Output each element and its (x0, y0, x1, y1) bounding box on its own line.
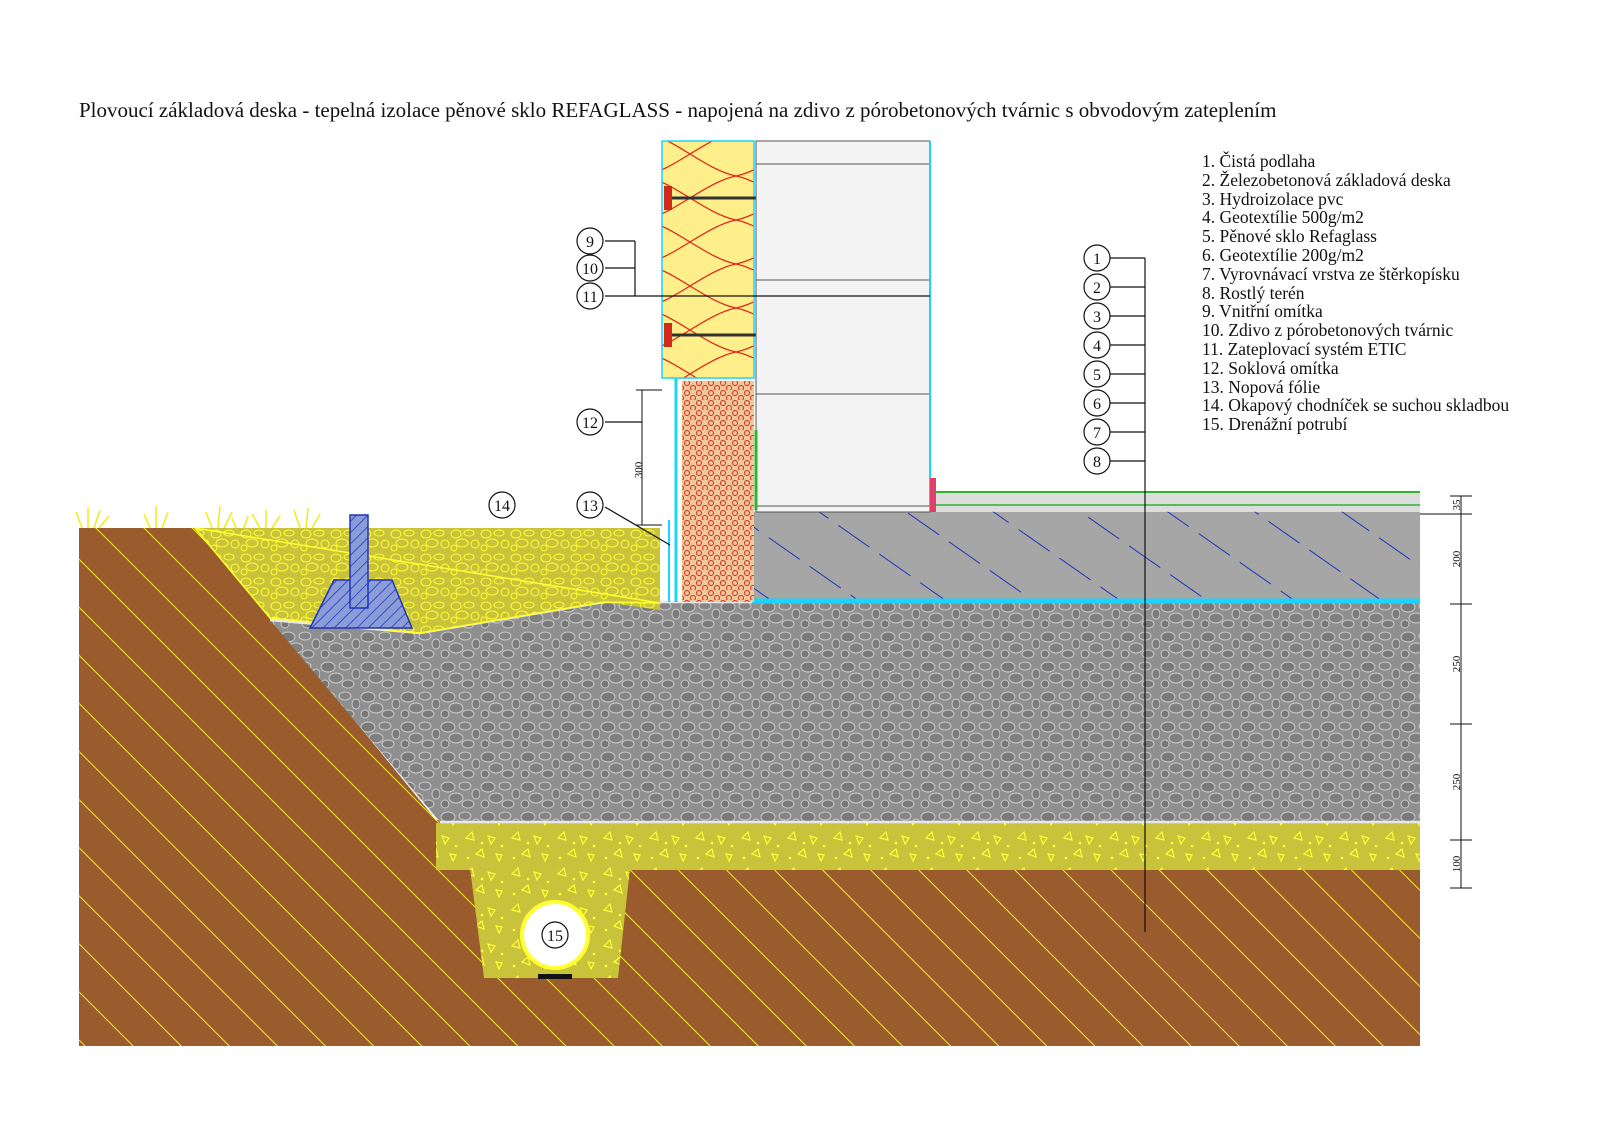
svg-text:3: 3 (1093, 309, 1101, 326)
svg-text:2: 2 (1093, 280, 1101, 297)
svg-text:4: 4 (1093, 338, 1101, 355)
callout-6: 6 (1083, 389, 1111, 417)
callout-13: 13 (576, 491, 604, 519)
concrete-slab (752, 511, 1420, 599)
svg-text:1: 1 (1093, 251, 1101, 268)
legend-item: 9. Vnitřní omítka (1202, 301, 1323, 322)
aerated-concrete-masonry (755, 140, 931, 513)
dim-plinth: 300 (633, 461, 645, 478)
callout-10: 10 (576, 254, 604, 282)
page-title: Plovoucí základová deska - tepelná izola… (79, 98, 1277, 122)
dim-glass-1: 250 (1451, 655, 1463, 672)
svg-text:7: 7 (1093, 425, 1101, 442)
svg-text:10: 10 (582, 261, 598, 278)
plinth-dimension (636, 389, 662, 526)
callout-12: 12 (576, 408, 604, 436)
legend-item: 6. Geotextílie 200g/m2 (1202, 244, 1364, 265)
legend-item: 15. Drenážní potrubí (1202, 414, 1348, 435)
legend-item: 11. Zateplovací systém ETIC (1202, 338, 1407, 359)
legend-item: 4. Geotextílie 500g/m2 (1202, 207, 1364, 228)
leader-lines (604, 240, 1146, 932)
legend-item: 12. Soklová omítka (1202, 357, 1339, 378)
svg-text:6: 6 (1093, 396, 1101, 413)
callout-9: 9 (576, 227, 604, 255)
callout-15: 15 (541, 921, 569, 949)
svg-text:9: 9 (586, 234, 594, 251)
legend-item: 2. Železobetonová základová deska (1202, 169, 1451, 190)
callout-7: 7 (1083, 418, 1111, 446)
pipe-support (538, 974, 572, 979)
callout-8: 8 (1083, 447, 1111, 475)
dimension-chain (1420, 495, 1472, 889)
callout-11: 11 (576, 282, 604, 310)
legend-item: 7. Vyrovnávací vrstva ze štěrkopísku (1202, 263, 1460, 284)
legend-item: 1. Čistá podlaha (1202, 151, 1316, 171)
callout-2: 2 (1083, 273, 1111, 301)
svg-text:15: 15 (547, 928, 563, 945)
grass (75, 505, 321, 529)
dim-leveling: 100 (1451, 855, 1463, 872)
curb-stone (349, 514, 369, 609)
svg-text:8: 8 (1093, 454, 1101, 471)
drainage-pipe (520, 900, 590, 970)
etics-insulation (661, 140, 755, 379)
walkway-border (193, 526, 661, 634)
svg-text:5: 5 (1093, 367, 1101, 384)
legend-item: 3. Hydroizolace pvc (1202, 188, 1344, 209)
walkway-gravel (195, 528, 660, 633)
svg-text:12: 12 (582, 415, 598, 432)
legend-item: 13. Nopová fólie (1202, 376, 1321, 397)
floor-finish (932, 491, 1420, 511)
callout-14: 14 (488, 491, 516, 519)
leveling-gravel-sand-layer (436, 823, 1420, 870)
natural-soil (79, 528, 1420, 1046)
callout-4: 4 (1083, 331, 1111, 359)
legend-item: 5. Pěnové sklo Refaglass (1202, 226, 1377, 247)
legend-item: 14. Okapový chodníček se suchou skladbou (1202, 395, 1510, 416)
foam-glass-layer (270, 602, 1420, 822)
callout-1: 1 (1083, 244, 1111, 272)
svg-text:11: 11 (582, 289, 597, 306)
legend-item: 8. Rostlý terén (1202, 282, 1305, 303)
dim-slab: 200 (1451, 550, 1463, 567)
svg-text:14: 14 (494, 498, 510, 515)
dim-floor: 35 (1451, 499, 1463, 511)
dim-glass-2: 250 (1451, 773, 1463, 790)
plinth-foamglass-block (682, 381, 754, 602)
callout-5: 5 (1083, 360, 1111, 388)
svg-text:13: 13 (582, 498, 598, 515)
callout-3: 3 (1083, 302, 1111, 330)
legend-item: 10. Zdivo z pórobetonových tvárnic (1202, 320, 1454, 341)
